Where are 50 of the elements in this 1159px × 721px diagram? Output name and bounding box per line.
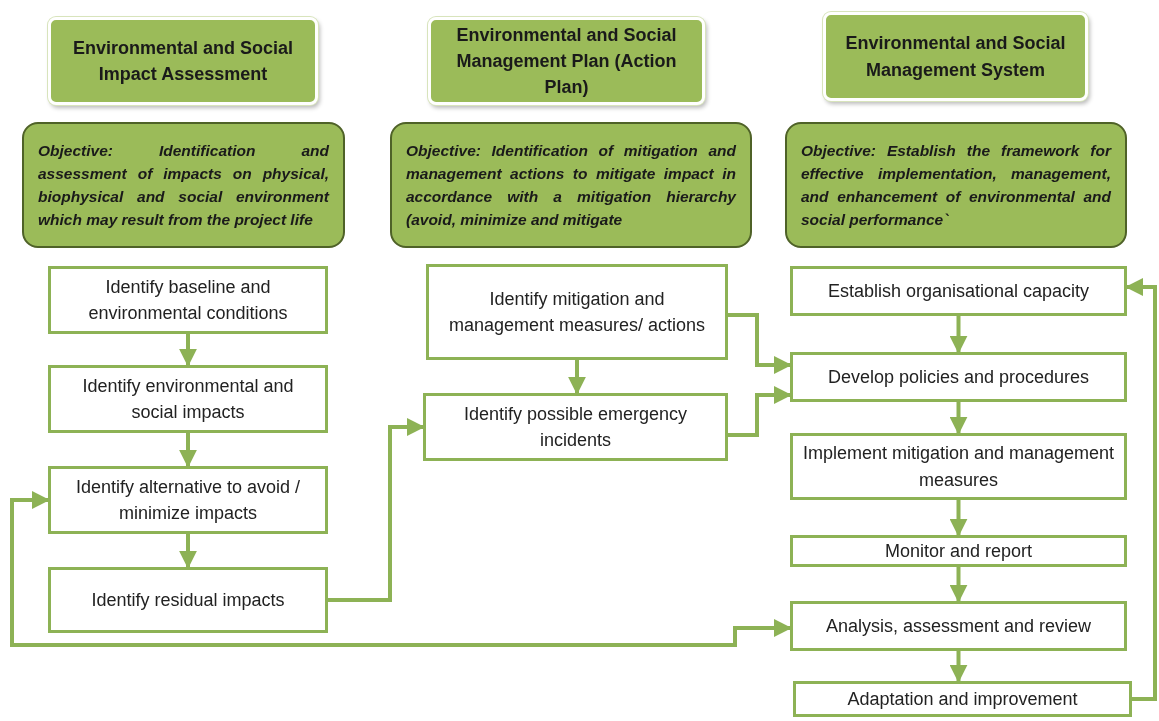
step-text: Develop policies and procedures	[827, 365, 1090, 389]
section-header	[428, 17, 705, 105]
process-box	[790, 601, 1127, 651]
step-text: Identify possible emergency incidents	[462, 402, 689, 452]
process-box	[790, 352, 1127, 402]
step-text: Implement mitigation and management measures	[801, 442, 1116, 492]
step-text: Identify residual impacts	[91, 588, 285, 612]
process-box	[793, 681, 1132, 717]
objective-box	[390, 122, 752, 248]
objective-text: Objective: Identification of mitigation and management actions to mitigate impact in accordance with a mitigation hierarchy (avoid, minimize and mitigate	[406, 140, 736, 231]
step-text: Identify baseline and environmental conditions	[87, 275, 289, 325]
arrow	[949, 500, 968, 537]
arrow	[179, 334, 197, 367]
step-text: Identify mitigation and management measures/ actions	[447, 287, 707, 337]
arrow	[949, 402, 968, 435]
objective-box	[22, 122, 345, 248]
process-box	[790, 433, 1127, 500]
step-text: Adaptation and improvement	[847, 687, 1078, 711]
arrow	[949, 651, 968, 683]
header-text: Environmental and Social Management System	[844, 32, 1067, 82]
process-box	[48, 466, 328, 534]
arrow	[179, 534, 197, 569]
header-text: Environmental and Social Impact Assessment	[71, 36, 295, 86]
objective-box	[785, 122, 1127, 248]
process-box	[423, 393, 728, 461]
step-text: Identify environmental and social impacts	[81, 374, 295, 424]
arrow	[728, 386, 792, 437]
step-text: Monitor and report	[884, 539, 1033, 563]
step-text: Analysis, assessment and review	[825, 614, 1092, 638]
header-text: Environmental and Social Management Plan (Action Plan)	[455, 23, 678, 100]
arrow	[568, 360, 586, 395]
process-box	[426, 264, 728, 360]
arrow	[949, 567, 968, 603]
process-box	[790, 535, 1127, 567]
section-header	[48, 17, 318, 105]
process-box	[48, 266, 328, 334]
arrow	[1125, 278, 1157, 701]
step-text: Establish organisational capacity	[827, 279, 1090, 303]
arrow	[728, 313, 792, 374]
step-text: Identify alternative to avoid / minimize impacts	[74, 475, 302, 525]
process-box	[48, 567, 328, 633]
arrow	[10, 491, 792, 647]
arrow	[179, 433, 197, 468]
section-header	[823, 12, 1088, 101]
process-box	[48, 365, 328, 433]
process-box	[790, 266, 1127, 316]
objective-text: Objective: Identification and assessment of impacts on physical, biophysical and social environment which may result from the project life	[38, 140, 329, 231]
arrow	[328, 418, 425, 602]
arrow	[949, 316, 968, 354]
objective-text: Objective: Establish the framework for effective implementation, management, and enhancement of environmental and social performance`	[801, 140, 1111, 231]
